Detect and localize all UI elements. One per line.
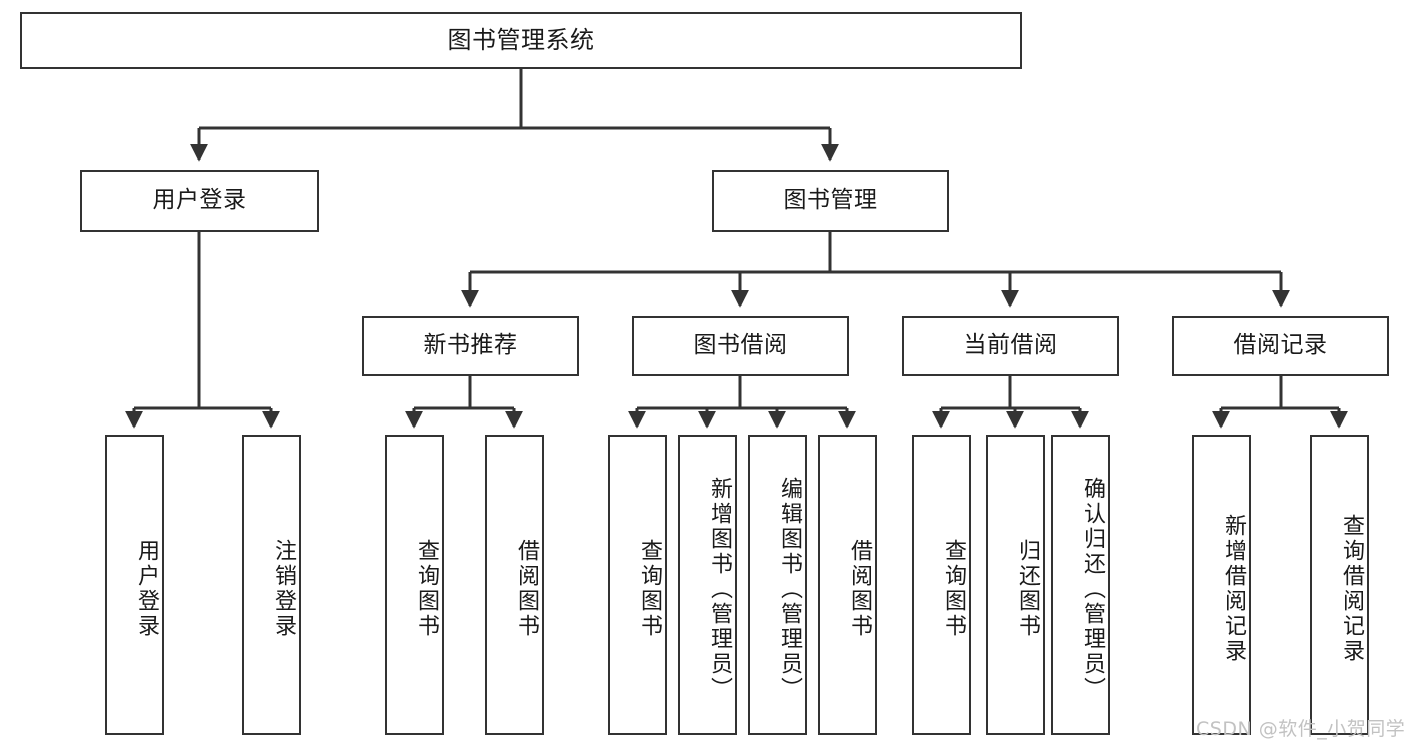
node-leaf-confirm-return[interactable]: 确认归还（管理员） <box>1051 435 1110 735</box>
node-leaf-user-login[interactable]: 用户登录 <box>105 435 164 735</box>
node-borrow-record[interactable]: 借阅记录 <box>1172 316 1389 376</box>
node-book-manage-label: 图书管理 <box>783 187 878 214</box>
node-leaf-borrow-book-1-label: 借阅图书 <box>514 539 539 639</box>
node-book-borrow-label: 图书借阅 <box>693 332 788 359</box>
node-leaf-logout-label: 注销登录 <box>271 539 296 639</box>
node-root[interactable]: 图书管理系统 <box>20 12 1022 69</box>
watermark: CSDN @软件_小贺同学 <box>1196 718 1405 740</box>
node-leaf-borrow-book-2-label: 借阅图书 <box>847 539 872 639</box>
node-leaf-edit-book-label: 编辑图书（管理员） <box>777 476 802 702</box>
node-leaf-query-book-2-label: 查询图书 <box>637 539 662 639</box>
node-leaf-add-book[interactable]: 新增图书（管理员） <box>678 435 737 735</box>
node-leaf-query-book-1[interactable]: 查询图书 <box>385 435 444 735</box>
node-user-login-label: 用户登录 <box>152 187 247 214</box>
node-leaf-return-book-label: 归还图书 <box>1015 539 1040 639</box>
node-leaf-query-book-2[interactable]: 查询图书 <box>608 435 667 735</box>
node-borrow-record-label: 借阅记录 <box>1233 332 1328 359</box>
node-leaf-user-login-label: 用户登录 <box>134 539 159 639</box>
node-user-login[interactable]: 用户登录 <box>80 170 319 232</box>
node-leaf-add-record-label: 新增借阅记录 <box>1221 514 1246 664</box>
node-leaf-add-book-label: 新增图书（管理员） <box>707 476 732 702</box>
node-leaf-query-record-label: 查询借阅记录 <box>1339 514 1364 664</box>
node-new-book-recommend-label: 新书推荐 <box>423 332 518 359</box>
node-leaf-logout[interactable]: 注销登录 <box>242 435 301 735</box>
node-leaf-borrow-book-2[interactable]: 借阅图书 <box>818 435 877 735</box>
node-leaf-add-record[interactable]: 新增借阅记录 <box>1192 435 1251 735</box>
node-leaf-query-record[interactable]: 查询借阅记录 <box>1310 435 1369 735</box>
node-book-borrow[interactable]: 图书借阅 <box>632 316 849 376</box>
node-leaf-query-book-3-label: 查询图书 <box>941 539 966 639</box>
node-root-label: 图书管理系统 <box>447 26 595 55</box>
node-current-borrow-label: 当前借阅 <box>963 332 1058 359</box>
node-book-manage[interactable]: 图书管理 <box>712 170 949 232</box>
node-leaf-query-book-1-label: 查询图书 <box>414 539 439 639</box>
node-leaf-borrow-book-1[interactable]: 借阅图书 <box>485 435 544 735</box>
node-leaf-edit-book[interactable]: 编辑图书（管理员） <box>748 435 807 735</box>
node-new-book-recommend[interactable]: 新书推荐 <box>362 316 579 376</box>
node-leaf-query-book-3[interactable]: 查询图书 <box>912 435 971 735</box>
node-current-borrow[interactable]: 当前借阅 <box>902 316 1119 376</box>
node-leaf-confirm-return-label: 确认归还（管理员） <box>1080 476 1105 702</box>
node-leaf-return-book[interactable]: 归还图书 <box>986 435 1045 735</box>
